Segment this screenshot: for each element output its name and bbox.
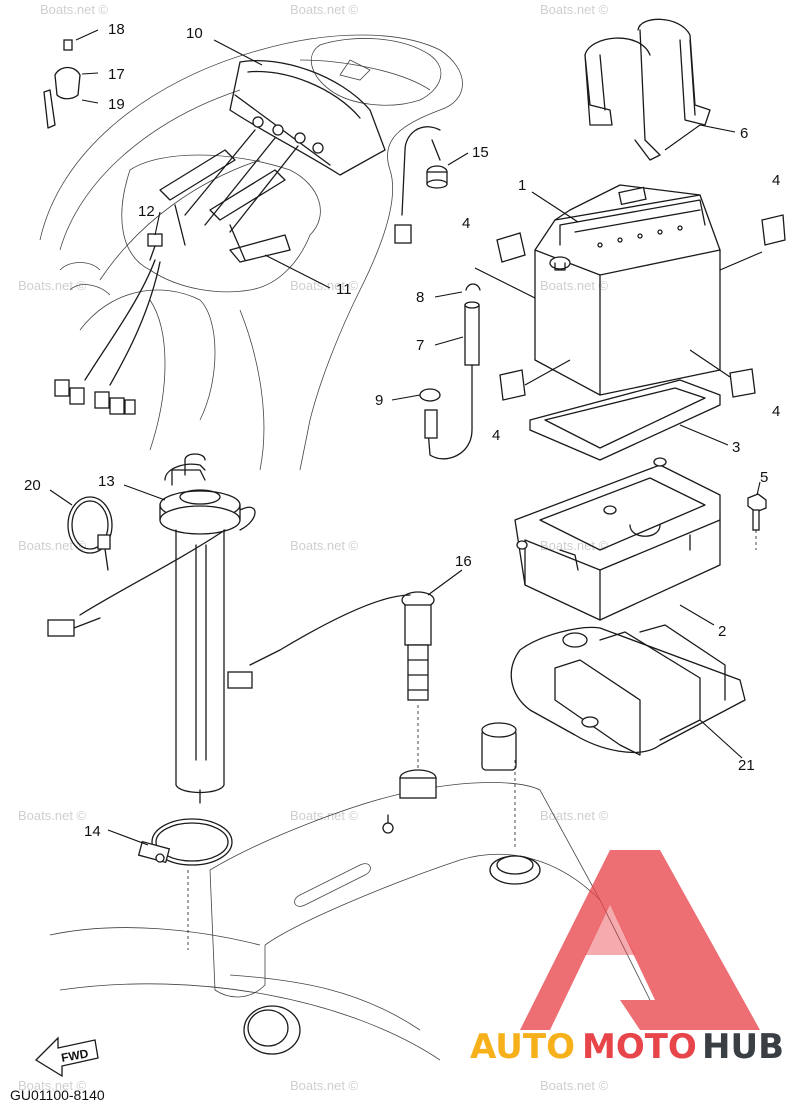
base-bracket-part-21 [510,624,746,756]
watermark: Boats.net © [18,538,87,553]
watermark: Boats.net © [540,1078,609,1093]
callout-4-top-left: 4 [462,215,470,232]
callout-3: 3 [732,439,740,456]
callout-4-bottom-right: 4 [772,403,780,420]
sensor-part-15 [394,126,448,244]
callout-9: 9 [375,392,383,409]
logo-word-moto: MOTO [582,1027,697,1067]
battery-strap-part-6 [584,18,711,161]
watermark: Boats.net © [40,2,109,17]
watermark: Boats.net © [290,538,359,553]
fwd-label: FWD [60,1046,90,1065]
callouts: 18 17 19 10 15 12 11 1 6 4 4 4 4 8 7 9 3… [24,21,780,840]
clip-parts-17-18-19 [43,39,81,129]
callout-17: 17 [108,66,125,83]
pads-part-4 [474,214,786,401]
callout-16: 16 [455,553,472,570]
callout-7: 7 [416,337,424,354]
logo-triangle-inner [585,905,635,955]
callout-2: 2 [718,623,726,640]
callout-18: 18 [108,21,125,38]
callout-4-bottom-left: 4 [492,427,500,444]
watermark: Boats.net © [540,808,609,823]
callout-6: 6 [740,125,748,142]
battery-case-part-2 [514,457,721,621]
callout-14: 14 [84,823,101,840]
watermark: Boats.net © [290,808,359,823]
band-part-20 [67,496,113,571]
automotohub-logo: AUTO MOTO HUB [470,850,784,1067]
watermark: Boats.net © [540,278,609,293]
battery-mat-part-3 [529,379,721,461]
meter-cluster-part-10 [184,59,386,233]
connector-part-12 [147,233,163,261]
callout-10: 10 [186,25,203,42]
clamp-part-14 [137,818,233,866]
watermark: Boats.net © [290,2,359,17]
watermark: Boats.net © [540,2,609,17]
part-number: GU01100-8140 [10,1087,105,1103]
leader-lines [49,29,761,846]
logo-word-hub: HUB [702,1027,784,1067]
callout-4-top-right: 4 [772,172,780,189]
bracket-part-11 [159,149,291,263]
battery-part-1 [534,184,721,396]
callout-20: 20 [24,477,41,494]
wire-harness [54,259,161,415]
watermark: Boats.net © [540,538,609,553]
callout-15: 15 [472,144,489,161]
bolt-part-5 [747,493,767,550]
hull-outline [39,34,463,471]
callout-19: 19 [108,96,125,113]
callout-5: 5 [760,469,768,486]
watermark: Boats.net © [290,1078,359,1093]
breather-parts-7-8-9 [419,283,481,460]
callout-8: 8 [416,289,424,306]
fuel-sender-part-13 [47,453,256,804]
callout-1: 1 [518,177,526,194]
logo-word-auto: AUTO [470,1027,575,1067]
watermark: Boats.net © [18,1078,87,1093]
watermark: Boats.net © [18,278,87,293]
fwd-arrow: FWD [34,1036,99,1078]
callout-12: 12 [138,203,155,220]
logo-triangle [520,850,760,1030]
callout-21: 21 [738,757,755,774]
watermark: Boats.net © [18,808,87,823]
fuel-tank-hull [49,722,651,1061]
probe-part-16 [227,591,435,775]
callout-11: 11 [336,281,352,298]
callout-13: 13 [98,473,115,490]
